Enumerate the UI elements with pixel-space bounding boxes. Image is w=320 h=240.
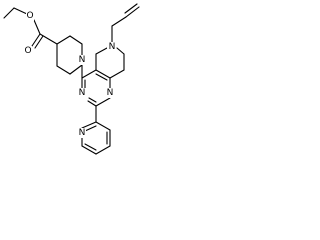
- bond-c4a-c8a-a: [95, 69, 111, 79]
- bond-carbonyl-double-a: [31, 33, 41, 47]
- allyl-group: [111, 3, 140, 43]
- atom-carbonyl-oxygen: O: [24, 46, 31, 56]
- atom-pyrimidine-n1: N: [107, 88, 114, 98]
- bond-py-c4-c5: [95, 145, 111, 155]
- bond-c4a-c8a-b: [95, 73, 108, 81]
- bond-o-carbonyl: [33, 19, 41, 35]
- bond-ch2-ch: [111, 16, 127, 27]
- bond-c4-c4a: [81, 69, 97, 79]
- atom-labels: O O N N N N N: [24, 11, 116, 138]
- tetrahydro-ring: [95, 47, 125, 79]
- bond-pip-n-c6: [69, 64, 83, 75]
- ethyl-ester-group: [3, 7, 58, 49]
- bond-ethyl-ch2-o: [13, 7, 28, 15]
- bond-c8-c8a: [109, 69, 125, 79]
- bond-pip-c3-c2: [69, 35, 83, 45]
- bond-py-n-c2-b: [84, 125, 97, 132]
- bond-c2-n3-b: [88, 97, 97, 103]
- piperidine-ring: [56, 35, 83, 79]
- atom-tetrahydro-nitrogen: N: [109, 42, 116, 52]
- molecule-drawing: O O N N N N N: [3, 3, 140, 155]
- bond-c5-n6: [95, 47, 108, 55]
- bond-carbonyl-c4: [39, 33, 58, 45]
- bond-ethyl-ch3: [3, 7, 15, 19]
- pyrimidine-ring: [81, 69, 111, 107]
- bond-n1-c2: [95, 97, 111, 107]
- bond-py-n-c2-a: [81, 121, 97, 129]
- bond-ch-ch2-a: [125, 6, 140, 18]
- bond-py-c5-c6-a: [81, 145, 97, 155]
- bond-ch-ch2-b: [124, 3, 138, 14]
- atom-ester-oxygen: O: [26, 11, 33, 21]
- bond-c2-n3-a: [87, 100, 97, 107]
- bond-py-c5-c6-b: [84, 143, 97, 151]
- atom-pyridine-nitrogen: N: [79, 128, 86, 138]
- bond-pip-c6-c5: [56, 65, 71, 75]
- pyridine-ring: [81, 105, 111, 155]
- atom-piperidine-nitrogen: N: [79, 55, 86, 65]
- bond-n6-c7: [116, 47, 125, 55]
- bond-py-c2-c3: [95, 121, 111, 131]
- structure-canvas: O O N N N N N: [0, 0, 143, 180]
- bond-carbonyl-double-b: [34, 35, 44, 49]
- atom-pyrimidine-n3: N: [79, 88, 86, 98]
- bond-pip-c4-c3: [56, 35, 71, 45]
